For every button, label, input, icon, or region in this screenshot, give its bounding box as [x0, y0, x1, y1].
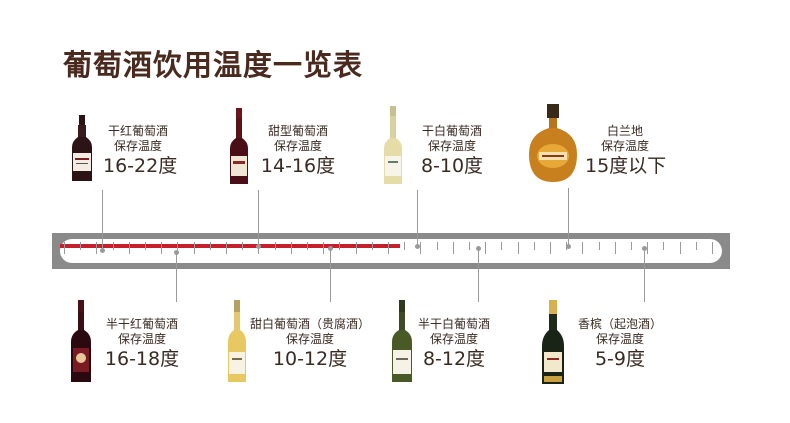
wine-temperature: 15度以下 — [585, 155, 667, 177]
scale-tick — [64, 242, 65, 254]
scale-tick — [226, 242, 227, 254]
scale-tick — [696, 242, 697, 250]
scale-tick — [404, 242, 405, 250]
connector-line — [330, 248, 331, 302]
scale-tick — [242, 242, 243, 250]
storage-label: 保存温度 — [600, 139, 649, 153]
sweet-wine-bottle-icon — [230, 108, 248, 184]
wine-name: 香槟（起泡酒） — [577, 317, 662, 331]
wine-label: 干白葡萄酒 保存温度 8-10度 — [414, 124, 490, 178]
wine-name: 干红葡萄酒 — [107, 124, 168, 138]
connector-dot — [566, 244, 571, 249]
wine-label: 甜白葡萄酒（贵腐酒） 保存温度 10-12度 — [246, 317, 374, 371]
scale-tick — [599, 242, 600, 250]
scale-tick — [647, 242, 648, 254]
connector-line — [478, 248, 479, 302]
scale-tick — [388, 242, 389, 254]
scale-tick — [437, 242, 438, 250]
wine-temperature: 5-9度 — [594, 348, 646, 370]
scale-tick — [113, 242, 114, 250]
scale-tick — [291, 242, 292, 254]
scale-tick — [323, 242, 324, 254]
connector-line — [568, 188, 569, 246]
scale-tick — [210, 242, 211, 250]
connector-dot — [100, 248, 105, 253]
scale-tick — [275, 242, 276, 250]
scale-tick — [372, 242, 373, 250]
wine-label: 半干红葡萄酒 保存温度 16-18度 — [102, 317, 182, 371]
wine-temperature: 16-22度 — [103, 155, 178, 177]
storage-label: 保存温度 — [595, 332, 644, 346]
wine-label: 甜型葡萄酒 保存温度 14-16度 — [260, 124, 336, 178]
scale-tick — [420, 242, 421, 254]
scale-tick — [339, 242, 340, 250]
wine-temperature: 8-10度 — [420, 155, 484, 177]
champagne-bottle-icon — [542, 300, 564, 384]
thermometer-tube — [60, 239, 722, 263]
storage-label: 保存温度 — [273, 139, 322, 153]
wine-name: 甜白葡萄酒（贵腐酒） — [249, 317, 370, 331]
scale-tick — [307, 242, 308, 250]
scale-tick — [177, 242, 178, 250]
scale-tick — [356, 242, 357, 254]
scale-tick — [534, 242, 535, 250]
sweet-white-bottle-icon — [228, 300, 246, 382]
scale-tick — [712, 242, 713, 254]
wine-name: 甜型葡萄酒 — [267, 124, 328, 138]
storage-label: 保存温度 — [427, 139, 476, 153]
scale-tick — [680, 242, 681, 254]
thermometer-mercury — [60, 244, 400, 248]
red-wine-bottle-icon — [71, 300, 91, 382]
connector-line — [176, 252, 177, 302]
storage-label: 保存温度 — [429, 332, 478, 346]
white-wine-bottle-icon — [384, 106, 402, 184]
wine-name: 半干红葡萄酒 — [105, 317, 178, 331]
connector-dot — [174, 250, 179, 255]
scale-tick — [453, 242, 454, 254]
red-wine-bottle-icon — [72, 115, 92, 181]
connector-dot — [476, 246, 481, 251]
storage-label: 保存温度 — [117, 332, 166, 346]
scale-tick — [485, 242, 486, 254]
scale-tick — [501, 242, 502, 250]
wine-label: 半干白葡萄酒 保存温度 8-12度 — [414, 317, 494, 371]
connector-dot — [328, 246, 333, 251]
wine-name: 半干白葡萄酒 — [417, 317, 490, 331]
wine-temperature: 16-18度 — [104, 348, 180, 370]
connector-dot — [256, 244, 261, 249]
scale-tick — [518, 242, 519, 254]
scale-tick — [80, 242, 81, 250]
connector-dot — [642, 246, 647, 251]
connector-line — [258, 190, 259, 246]
scale-tick — [582, 242, 583, 254]
wine-label: 干红葡萄酒 保存温度 16-22度 — [103, 124, 178, 178]
scale-tick — [194, 242, 195, 254]
scale-tick — [129, 242, 130, 254]
scale-tick — [663, 242, 664, 250]
scale-tick — [96, 242, 97, 254]
scale-tick — [469, 242, 470, 250]
connector-line — [644, 248, 645, 302]
page-title: 葡萄酒饮用温度一览表 — [63, 48, 364, 82]
connector-line — [102, 190, 103, 250]
connector-line — [417, 190, 418, 246]
white-wine-bottle-icon — [392, 300, 412, 382]
wine-temperature: 10-12度 — [272, 348, 348, 370]
scale-tick — [615, 242, 616, 254]
wine-name: 白兰地 — [606, 124, 643, 138]
wine-temperature: 8-12度 — [422, 348, 486, 370]
scale-tick — [145, 242, 146, 250]
scale-tick — [161, 242, 162, 254]
storage-label: 保存温度 — [285, 332, 334, 346]
scale-tick — [631, 242, 632, 250]
wine-temperature: 14-16度 — [260, 155, 336, 177]
brandy-bottle-icon — [529, 104, 577, 182]
storage-label: 保存温度 — [113, 139, 162, 153]
wine-name: 干白葡萄酒 — [421, 124, 482, 138]
wine-label: 香槟（起泡酒） 保存温度 5-9度 — [570, 317, 670, 371]
connector-dot — [415, 244, 420, 249]
wine-label: 白兰地 保存温度 15度以下 — [585, 124, 667, 178]
scale-tick — [550, 242, 551, 254]
